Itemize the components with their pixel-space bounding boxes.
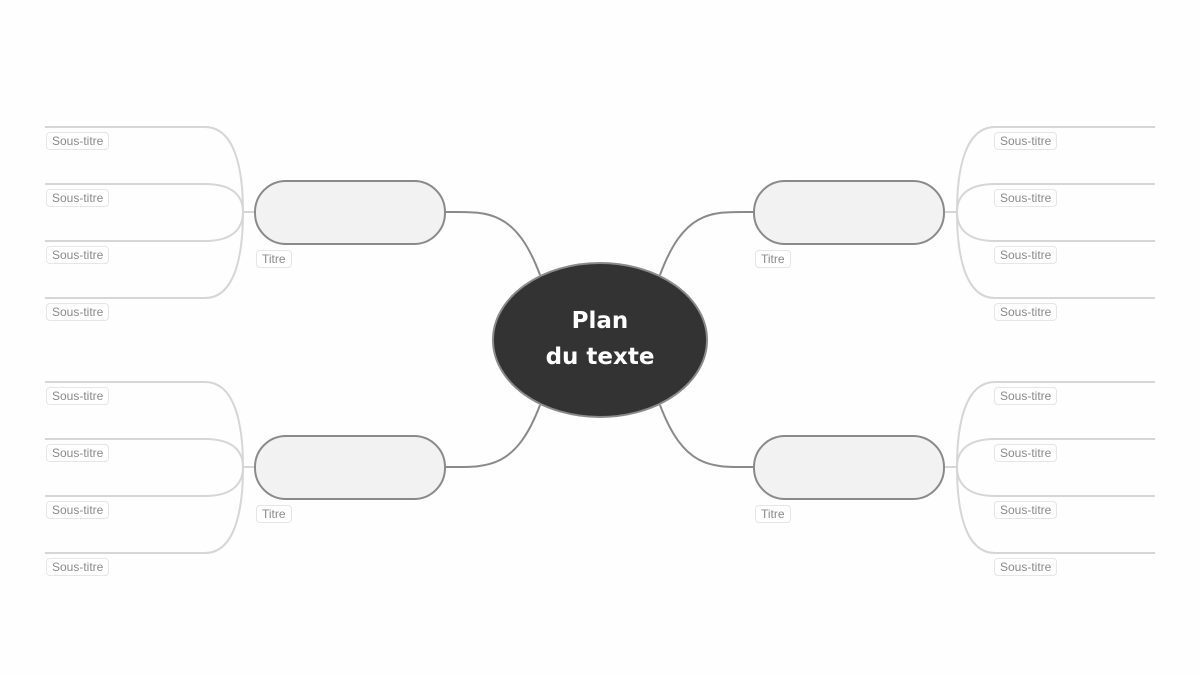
subtopic-label[interactable]: Sous-titre (994, 303, 1058, 321)
subtopic-label[interactable]: Sous-titre (994, 387, 1058, 405)
branch-connector (444, 404, 541, 469)
branch-connector (444, 210, 541, 276)
subtopic-line (956, 211, 1155, 242)
subtopic-label[interactable]: Sous-titre (994, 132, 1058, 150)
subtopic-line (45, 211, 244, 242)
subtopic-line (956, 126, 1155, 213)
central-topic-line-2: du texte (545, 344, 655, 370)
branch-connector (659, 210, 755, 276)
topic-title-label[interactable]: Titre (256, 250, 292, 268)
subtopic-label[interactable]: Sous-titre (46, 246, 110, 264)
subtopic-label[interactable]: Sous-titre (994, 558, 1058, 576)
central-topic-node (492, 262, 708, 418)
subtopic-label[interactable]: Sous-titre (994, 246, 1058, 264)
subtopic-line (45, 183, 244, 213)
subtopic-line (45, 438, 244, 468)
subtopic-line (956, 466, 1155, 554)
central-topic-label: Plan du texte (493, 303, 707, 375)
subtopic-label[interactable]: Sous-titre (46, 387, 110, 405)
subtopic-line (956, 381, 1155, 468)
topic-node (254, 435, 446, 500)
subtopic-label[interactable]: Sous-titre (994, 501, 1058, 519)
subtopic-line (45, 381, 244, 468)
subtopic-label[interactable]: Sous-titre (46, 558, 110, 576)
subtopic-line (956, 438, 1155, 468)
topic-node (753, 435, 945, 500)
central-topic-line-1: Plan (571, 308, 629, 334)
subtopic-label[interactable]: Sous-titre (46, 501, 110, 519)
topic-title-label[interactable]: Titre (755, 250, 791, 268)
topic-title-label[interactable]: Titre (755, 505, 791, 523)
topic-node (254, 180, 446, 245)
branch-connector (659, 404, 755, 469)
subtopic-label[interactable]: Sous-titre (46, 132, 110, 150)
subtopic-label[interactable]: Sous-titre (46, 444, 110, 462)
subtopic-line (956, 211, 1155, 299)
subtopic-line (45, 466, 244, 554)
subtopic-label[interactable]: Sous-titre (994, 444, 1058, 462)
subtopic-line (956, 183, 1155, 213)
subtopic-label[interactable]: Sous-titre (46, 189, 110, 207)
topic-node (753, 180, 945, 245)
subtopic-label[interactable]: Sous-titre (994, 189, 1058, 207)
subtopic-line (956, 466, 1155, 497)
subtopic-line (45, 211, 244, 299)
subtopic-label[interactable]: Sous-titre (46, 303, 110, 321)
subtopic-line (45, 466, 244, 497)
topic-title-label[interactable]: Titre (256, 505, 292, 523)
subtopic-line (45, 126, 244, 213)
